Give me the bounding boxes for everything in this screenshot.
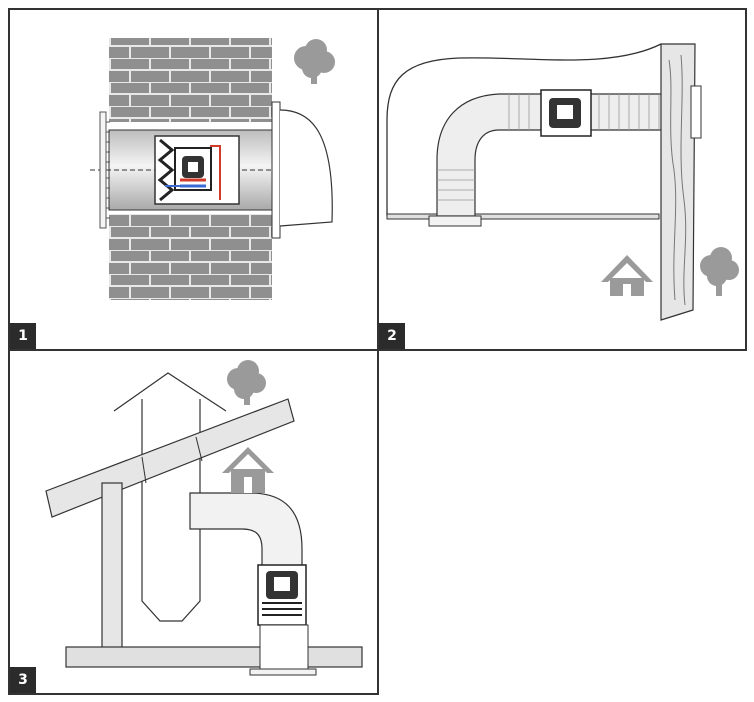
outer-hood bbox=[279, 109, 333, 227]
panel-number-badge: 1 bbox=[10, 323, 36, 349]
house-icon bbox=[601, 255, 653, 296]
wall-installation-diagram bbox=[90, 38, 335, 300]
ceiling-grille bbox=[428, 215, 482, 227]
support-post bbox=[101, 482, 123, 650]
tree-icon bbox=[227, 360, 266, 405]
roof-installation-diagram bbox=[45, 360, 363, 676]
ceiling-grille bbox=[249, 668, 317, 676]
exterior-wall bbox=[660, 43, 696, 321]
panel-roof-installation: 3 bbox=[8, 349, 379, 695]
fan-unit bbox=[540, 89, 592, 137]
panel-number-badge: 2 bbox=[379, 323, 405, 349]
fan-unit bbox=[154, 135, 240, 205]
ceiling bbox=[386, 213, 660, 220]
roof-cap bbox=[113, 372, 227, 412]
house-icon bbox=[222, 447, 274, 493]
duct-installation-diagram bbox=[386, 43, 739, 321]
panel-duct-installation: 2 bbox=[377, 8, 747, 351]
panel-number-badge: 3 bbox=[10, 667, 36, 693]
tree-icon bbox=[294, 39, 335, 84]
outer-hood-flange bbox=[271, 101, 281, 239]
fan-unit bbox=[257, 564, 307, 626]
wall-outlet bbox=[690, 85, 702, 139]
tree-icon bbox=[700, 247, 739, 296]
ceiling-slab bbox=[65, 646, 363, 668]
inner-grille bbox=[99, 111, 107, 229]
panel-wall-installation: 1 bbox=[8, 8, 379, 351]
